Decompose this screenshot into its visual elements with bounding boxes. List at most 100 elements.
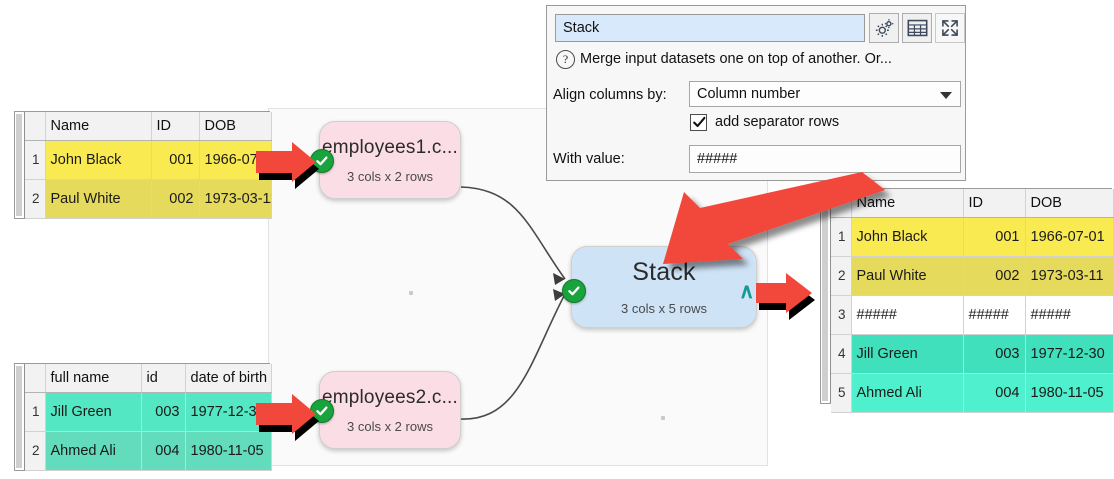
align-columns-select[interactable]: Column number (689, 81, 961, 107)
chevron-down-icon (940, 92, 952, 99)
cell-id[interactable]: ##### (963, 295, 1026, 335)
node-employees2[interactable]: employees2.c... 3 cols x 2 rows (319, 371, 461, 449)
cell-dob[interactable]: 1966-07-01 (1025, 217, 1114, 257)
scrollbar-thumb[interactable] (16, 114, 22, 216)
cell-name[interactable]: Ahmed Ali (851, 373, 964, 413)
node-status-ok-icon[interactable] (310, 399, 334, 423)
node-employees1[interactable]: employees1.c... 3 cols x 2 rows (319, 121, 461, 199)
cell-id[interactable]: 003 (963, 334, 1026, 374)
table-row[interactable]: 3 ##### ##### ##### (831, 295, 1114, 335)
cell-id[interactable]: 002 (151, 179, 200, 219)
node-status-ok-icon[interactable] (562, 279, 586, 303)
item-description: Merge input datasets one on top of anoth… (580, 51, 892, 67)
cell-name[interactable]: Paul White (851, 256, 964, 296)
cell-dob[interactable]: 1977-12-30 (185, 392, 272, 432)
cell-id[interactable]: 002 (963, 256, 1026, 296)
cell-name[interactable]: John Black (851, 217, 964, 257)
table-header-row: Name ID DOB (831, 189, 1114, 218)
table-row[interactable]: 2 Paul White 002 1973-03-11 (25, 179, 272, 219)
cell-id[interactable]: 004 (141, 431, 186, 471)
column-header[interactable]: DOB (199, 112, 272, 141)
cell-dob[interactable]: 1966-07-01 (199, 140, 272, 180)
table-scrollbar-vertical[interactable] (15, 364, 25, 470)
cell-id[interactable]: 004 (963, 373, 1026, 413)
gear-icon[interactable] (869, 13, 899, 43)
item-name-input[interactable] (555, 14, 865, 42)
table-row[interactable]: 2 Ahmed Ali 004 1980-11-05 (25, 431, 272, 471)
cell-name[interactable]: Jill Green (45, 392, 142, 432)
cell-id[interactable]: 003 (141, 392, 186, 432)
align-columns-value: Column number (697, 86, 801, 102)
table-row[interactable]: 1 Jill Green 003 1977-12-30 (25, 392, 272, 432)
table-scrollbar-vertical[interactable] (15, 112, 25, 218)
canvas-dot (661, 416, 665, 420)
node-title: Stack (632, 258, 696, 286)
column-header[interactable]: full name (45, 364, 142, 393)
row-number: 3 (831, 295, 852, 335)
row-number: 2 (831, 256, 852, 296)
cell-dob[interactable]: 1980-11-05 (1025, 373, 1114, 413)
row-number: 1 (831, 217, 852, 257)
scrollbar-thumb[interactable] (16, 366, 22, 468)
cell-id[interactable]: 001 (151, 140, 200, 180)
column-header[interactable]: DOB (1025, 189, 1114, 218)
row-number: 5 (831, 373, 852, 413)
cell-dob[interactable]: 1973-03-11 (199, 179, 272, 219)
table-header-row: Name ID DOB (25, 112, 272, 141)
add-separator-rows-label[interactable]: add separator rows (715, 114, 840, 130)
column-header[interactable]: Name (851, 189, 964, 218)
table-icon[interactable] (902, 13, 932, 43)
node-title: employees1.c... (321, 136, 459, 158)
employees1-table[interactable]: Name ID DOB 1 John Black 001 1966-07-01 … (14, 111, 272, 219)
with-value-label: With value: (553, 151, 625, 167)
corner-cell (831, 189, 852, 218)
cell-name[interactable]: Ahmed Ali (45, 431, 142, 471)
table-header-row: full name id date of birth (25, 364, 272, 393)
row-number: 4 (831, 334, 852, 374)
row-number: 2 (25, 431, 46, 471)
table-row[interactable]: 5 Ahmed Ali 004 1980-11-05 (831, 373, 1114, 413)
row-number: 1 (25, 140, 46, 180)
add-separator-rows-checkbox[interactable] (690, 114, 707, 131)
connector-links (460, 186, 566, 420)
node-title: employees2.c... (321, 386, 459, 408)
column-header[interactable]: date of birth (185, 364, 272, 393)
item-properties-panel: ? Merge input datasets one on top of ano… (546, 5, 966, 181)
help-icon[interactable]: ? (556, 50, 575, 69)
column-header[interactable]: ID (151, 112, 200, 141)
table-row[interactable]: 2 Paul White 002 1973-03-11 (831, 256, 1114, 296)
corner-cell (25, 364, 46, 393)
canvas-dot (409, 291, 413, 295)
stack-output-caret-icon[interactable]: ∧ (739, 280, 755, 303)
corner-cell (25, 112, 46, 141)
column-header[interactable]: Name (45, 112, 152, 141)
cell-dob[interactable]: 1973-03-11 (1025, 256, 1114, 296)
expand-icon[interactable] (935, 13, 965, 43)
stack-output-table[interactable]: Name ID DOB 1 John Black 001 1966-07-01 … (820, 188, 1114, 413)
employees2-table[interactable]: full name id date of birth 1 Jill Green … (14, 363, 272, 471)
cell-dob[interactable]: ##### (1025, 295, 1114, 335)
table-row[interactable]: 1 John Black 001 1966-07-01 (831, 217, 1114, 257)
cell-dob[interactable]: 1977-12-30 (1025, 334, 1114, 374)
cell-name[interactable]: Jill Green (851, 334, 964, 374)
column-header[interactable]: id (141, 364, 186, 393)
align-columns-label: Align columns by: (553, 87, 667, 103)
node-subtitle: 3 cols x 2 rows (347, 168, 433, 184)
table-scrollbar-vertical[interactable] (821, 189, 831, 403)
cell-name[interactable]: John Black (45, 140, 152, 180)
row-number: 1 (25, 392, 46, 432)
with-value-input[interactable] (689, 145, 961, 173)
scrollbar-thumb[interactable] (822, 191, 828, 401)
row-number: 2 (25, 179, 46, 219)
cell-name[interactable]: ##### (851, 295, 964, 335)
cell-name[interactable]: Paul White (45, 179, 152, 219)
table-row[interactable]: 1 John Black 001 1966-07-01 (25, 140, 272, 180)
node-stack[interactable]: Stack 3 cols x 5 rows (571, 246, 757, 328)
table-row[interactable]: 4 Jill Green 003 1977-12-30 (831, 334, 1114, 374)
cell-id[interactable]: 001 (963, 217, 1026, 257)
node-subtitle: 3 cols x 2 rows (347, 418, 433, 434)
node-status-ok-icon[interactable] (310, 149, 334, 173)
node-subtitle: 3 cols x 5 rows (621, 301, 707, 316)
column-header[interactable]: ID (963, 189, 1026, 218)
cell-dob[interactable]: 1980-11-05 (185, 431, 272, 471)
